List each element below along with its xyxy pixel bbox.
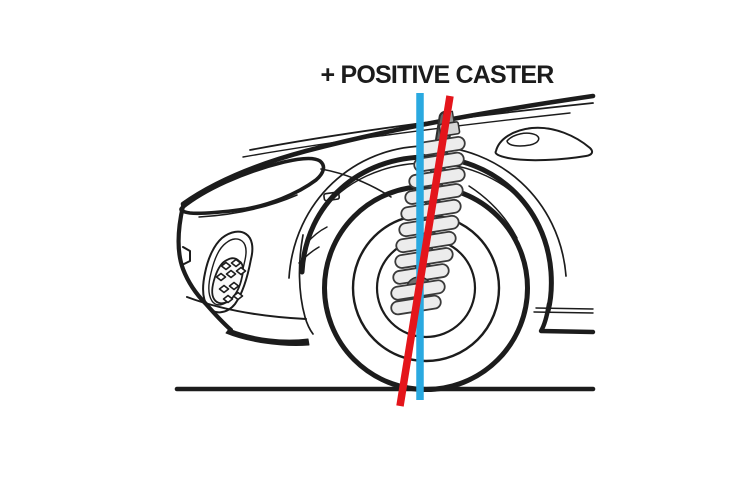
headlight <box>179 156 326 216</box>
vent-cell <box>230 258 242 268</box>
vent-cell <box>225 269 237 279</box>
headlight-underline <box>198 194 298 218</box>
vent-inner-outline <box>208 238 247 306</box>
inner-arch-detail <box>305 226 328 245</box>
vent-cell <box>228 281 240 291</box>
hood-shutline <box>249 102 594 151</box>
sill-line <box>535 307 594 310</box>
vent-outer-outline <box>202 230 254 314</box>
bumper-crease <box>186 296 307 320</box>
honeycomb-frame <box>211 257 244 305</box>
car-illustration <box>174 93 596 407</box>
wheel-arch <box>299 154 554 314</box>
diagram-title: + POSITIVE CASTER <box>321 61 555 89</box>
honeycomb-cells <box>215 258 247 304</box>
fog-vent-grille <box>202 230 254 314</box>
caster-angle-line <box>396 95 454 407</box>
inner-arch-detail <box>298 246 320 264</box>
vent-cell <box>222 294 234 304</box>
bumper-fender-seam <box>298 234 314 335</box>
hood-shutline-2 <box>242 112 571 158</box>
vent-cell <box>215 272 227 282</box>
bumper-notch <box>182 246 191 265</box>
side-mirror-glass <box>506 132 540 147</box>
vent-cell <box>232 291 244 301</box>
vent-cell <box>235 266 247 276</box>
front-splitter-lip <box>225 328 310 346</box>
hood-fender-line <box>180 93 596 207</box>
side-mirror <box>494 126 594 162</box>
vent-cell <box>218 284 230 294</box>
vent-cell <box>220 261 232 271</box>
sill-line-2 <box>533 311 594 314</box>
front-bumper-outline <box>176 203 234 333</box>
